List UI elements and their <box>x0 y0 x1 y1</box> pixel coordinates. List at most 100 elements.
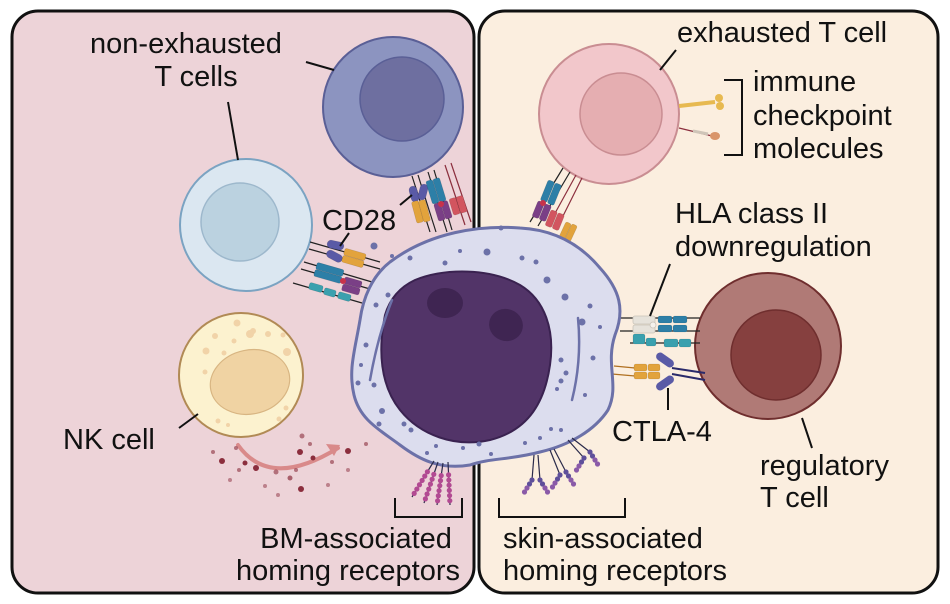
leader-non-exhausted-left <box>227 101 239 161</box>
skin-homing-bead <box>542 485 548 491</box>
tumor-cytoplasm-dot <box>363 342 369 348</box>
non-exhausted-t-cell-top <box>322 36 464 178</box>
skin-homing-bead <box>563 469 569 475</box>
exhausted-receptor-cluster <box>529 167 583 253</box>
cytokine-dot <box>287 475 293 481</box>
bm-homing-bead <box>446 492 453 499</box>
tumor-cytoplasm-dot <box>519 255 525 261</box>
leader-cd28-top <box>399 194 413 206</box>
cytokine-dot <box>253 465 259 471</box>
cytokine-dot <box>263 484 267 488</box>
skin-homing-bead <box>581 455 587 461</box>
tumor-cytoplasm-dot <box>558 378 564 384</box>
tumor-cytoplasm-dot <box>476 441 482 447</box>
tumor-cytoplasm-dot <box>549 427 553 431</box>
skin-homing-receptor-stem <box>567 439 585 459</box>
nk-granule <box>202 347 210 355</box>
ctla4-receptor-cluster <box>611 352 706 391</box>
skin-homing-bead <box>570 481 577 487</box>
label-nk-cell: NK cell <box>63 424 155 456</box>
nk-granule <box>226 423 230 427</box>
tumor-cytoplasm-dot <box>489 452 493 456</box>
label-immune-checkpoint-molecules: immune checkpoint molecules <box>753 66 900 165</box>
tumor-cytoplasm-dot <box>442 260 448 266</box>
cytokine-dot <box>298 486 304 492</box>
bm-homing-bead <box>446 477 452 483</box>
tumor-cytoplasm-dot <box>590 355 596 361</box>
skin-homing-bead <box>539 481 546 487</box>
label-bm-homing-receptors: BM-associated homing receptors <box>236 523 460 587</box>
tumor-cytoplasm-dot <box>425 451 429 455</box>
tumor-cytoplasm-dot <box>523 441 527 445</box>
leader-exhausted <box>659 49 677 71</box>
bm-homing-bead <box>446 487 452 493</box>
skin-homing-bracket <box>498 498 626 518</box>
label-ctla4: CTLA-4 <box>612 416 712 448</box>
regulatory-t-cell <box>694 272 842 420</box>
non-exhausted-t-cell-left <box>179 158 313 292</box>
skin-homing-bead <box>557 472 563 478</box>
tumor-cytoplasm-dot <box>370 242 378 250</box>
bm-homing-bead <box>424 469 430 475</box>
skin-homing-receptor-stem <box>549 449 561 476</box>
nk-granule <box>265 331 271 337</box>
tumor-cytoplasm-dot <box>561 293 569 301</box>
skin-homing-receptor-stem <box>531 454 535 481</box>
checkpoint-molecule-yellow <box>678 94 724 110</box>
cytokine-dot <box>310 455 316 461</box>
bm-homing-bead <box>429 476 435 482</box>
tumor-cytoplasm-dot <box>458 249 462 253</box>
skin-homing-bead <box>565 473 572 479</box>
skin-homing-bead <box>552 480 558 486</box>
cytokine-release <box>211 433 368 497</box>
tumor-cytoplasm-dot <box>359 363 363 367</box>
tcr-receptor-cluster-top <box>408 162 472 233</box>
bm-homing-bead <box>438 473 444 479</box>
cytokine-dot <box>237 468 241 472</box>
tumor-cytoplasm-dot <box>408 427 414 433</box>
tumor-cytoplasm-dot <box>371 382 377 388</box>
tumor-cytoplasm-dot <box>583 393 587 397</box>
bm-homing-bead <box>414 486 420 492</box>
bm-homing-bead <box>411 490 417 496</box>
cytokine-dot <box>308 442 312 446</box>
tumor-cytoplasm-dot <box>385 292 391 298</box>
label-regulatory-t-cell: regulatory T cell <box>760 450 897 514</box>
label-non-exhausted-t-cells: non-exhausted T cells <box>90 28 290 93</box>
cytokine-dot <box>242 460 248 466</box>
bm-homing-bracket <box>394 498 463 518</box>
cytokine-dot <box>234 446 238 450</box>
bm-homing-bead <box>446 472 452 478</box>
cytokine-dot <box>297 449 303 455</box>
skin-homing-bead <box>537 477 543 483</box>
leader-hla <box>649 263 671 317</box>
bm-homing-bead <box>447 498 453 504</box>
nk-granule <box>202 369 208 375</box>
bm-homing-bead <box>426 486 432 492</box>
skin-homing-bead <box>594 461 601 467</box>
nk-granule <box>233 319 241 327</box>
skin-homing-receptor-stem <box>571 437 591 453</box>
tumor-cytoplasm-dot <box>379 408 385 414</box>
checkpoint-bracket <box>724 79 743 156</box>
bm-homing-bead <box>427 481 434 487</box>
cytokine-dot <box>211 450 215 454</box>
nk-granule <box>280 332 286 338</box>
bm-homing-bead <box>422 473 428 479</box>
nk-granule <box>246 330 254 338</box>
skin-homing-bead <box>554 476 561 482</box>
cd28-receptor-cluster-left <box>292 239 381 304</box>
bm-homing-bead <box>436 488 442 494</box>
tumor-cytoplasm-dot <box>355 380 361 386</box>
tumor-cytoplasm-dot <box>587 303 593 309</box>
tumor-cytoplasm-dot <box>563 370 569 376</box>
skin-homing-bead <box>526 481 533 487</box>
skin-homing-bead <box>549 484 556 490</box>
bm-homing-bead <box>419 477 425 484</box>
leader-cd28-left <box>339 232 350 247</box>
tumor-cytoplasm-dot <box>578 318 586 326</box>
tumor-cytoplasm-dot <box>407 255 413 261</box>
skin-homing-bead <box>573 467 580 473</box>
cytokine-dot <box>364 442 368 446</box>
